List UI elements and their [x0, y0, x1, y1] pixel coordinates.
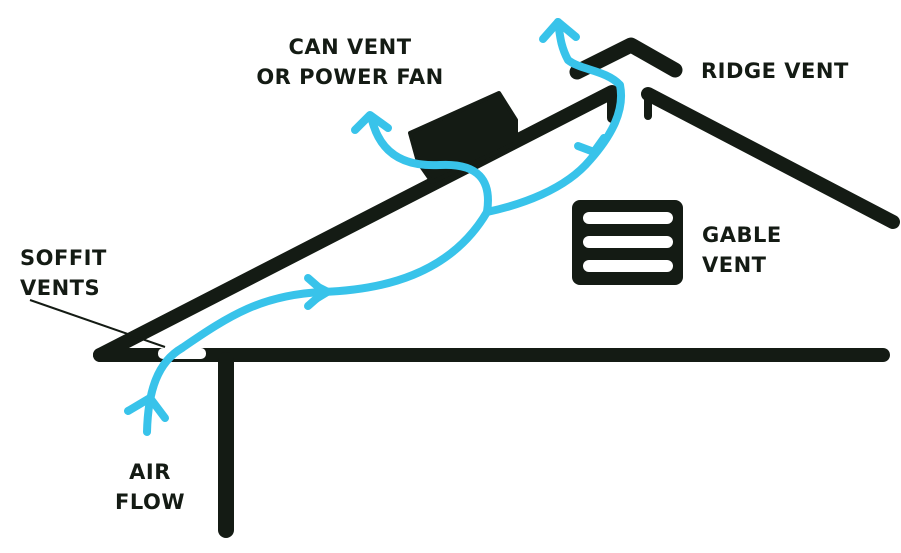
can-vent-label-line2: OR POWER FAN: [256, 65, 444, 89]
gable-vent-label: GABLE VENT: [702, 220, 782, 280]
air-flow-label-line2: FLOW: [115, 490, 185, 514]
inlet-chevron: [124, 394, 169, 422]
right-roof-slope: [641, 87, 900, 229]
gable-vent: [572, 200, 683, 285]
roof-structure: [93, 85, 900, 538]
ridge-upper-chevron: [539, 18, 580, 43]
soffit-callout-line: [29, 299, 166, 348]
ridge-vent-cap: [569, 37, 683, 80]
ridge-vent-label-text: RIDGE VENT: [701, 59, 849, 83]
can-vent-label-line1: CAN VENT: [288, 35, 412, 59]
air-flow-label: AIR FLOW: [100, 457, 200, 517]
airflow-can-vent-path: [368, 116, 492, 216]
soffit-vents-label-line2: VENTS: [20, 276, 101, 300]
air-flow-label-line1: AIR: [129, 460, 171, 484]
can-vent-chevron: [351, 111, 392, 134]
airflow-paths: [124, 18, 625, 436]
airflow-inlet: [143, 344, 186, 436]
gable-vent-label-line2: VENT: [702, 253, 767, 277]
main-path-chevron: [304, 274, 328, 310]
airflow-ridge-path: [483, 18, 625, 216]
soffit-vents-label: SOFFIT VENTS: [20, 243, 107, 303]
ridge-vent-label: RIDGE VENT: [701, 56, 849, 86]
gable-vent-label-line1: GABLE: [702, 223, 782, 247]
ridge-lower-chevron: [574, 134, 608, 156]
can-vent-label: CAN VENT OR POWER FAN: [255, 32, 445, 92]
soffit-vents-label-line1: SOFFIT: [20, 246, 107, 270]
left-roof-slope: [93, 85, 619, 362]
